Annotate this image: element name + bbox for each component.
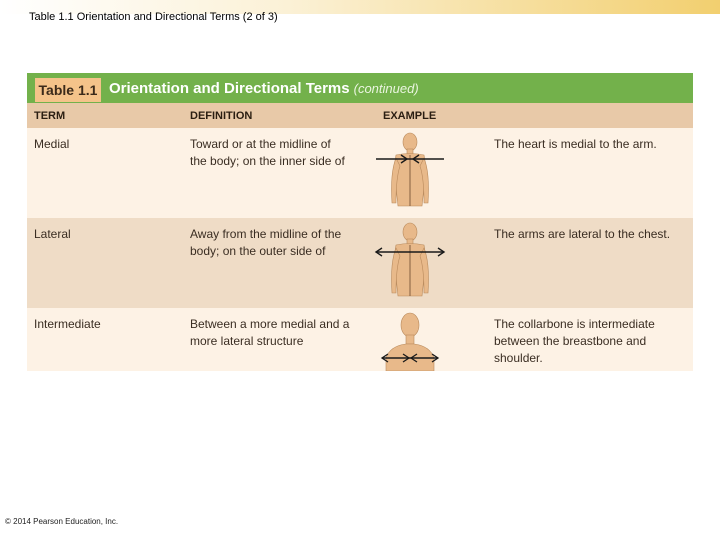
column-header-row: TERM DEFINITION EXAMPLE xyxy=(27,103,693,128)
term-cell: Intermediate xyxy=(34,317,101,331)
table-row-medial: Medial Toward or at the midline of the b… xyxy=(27,128,693,218)
table-number-label: Table 1.1 xyxy=(35,78,101,102)
medial-torso-illustration xyxy=(376,132,444,207)
example-cell: The arms are lateral to the chest. xyxy=(494,227,671,241)
table-title-text: Orientation and Directional Terms xyxy=(109,80,350,97)
definition-cell: Away from the midline of the body; on th… xyxy=(190,227,342,258)
table-row-intermediate: Intermediate Between a more medial and a… xyxy=(27,308,693,371)
orientation-table: Table 1.1 Orientation and Directional Te… xyxy=(27,73,693,371)
definition-cell: Between a more medial and a more lateral… xyxy=(190,317,350,348)
example-cell: The heart is medial to the arm. xyxy=(494,137,657,151)
lateral-torso-illustration xyxy=(374,222,446,297)
term-cell: Lateral xyxy=(34,227,71,241)
table-header-bar: Table 1.1 Orientation and Directional Te… xyxy=(27,73,693,103)
table-continued-note: (continued) xyxy=(353,81,419,96)
example-cell: The collarbone is intermediate between t… xyxy=(494,317,655,365)
intermediate-shoulder-illustration xyxy=(380,312,440,371)
table-title: Orientation and Directional Terms(contin… xyxy=(109,80,419,97)
table-row-lateral: Lateral Away from the midline of the bod… xyxy=(27,218,693,308)
top-decorative-band xyxy=(0,0,720,14)
definition-cell: Toward or at the midline of the body; on… xyxy=(190,137,345,168)
term-cell: Medial xyxy=(34,137,70,151)
copyright-footer: © 2014 Pearson Education, Inc. xyxy=(5,517,119,526)
column-header-definition: DEFINITION xyxy=(190,110,253,122)
slide-title: Table 1.1 Orientation and Directional Te… xyxy=(29,11,278,23)
column-header-term: TERM xyxy=(34,110,66,122)
column-header-example: EXAMPLE xyxy=(383,110,437,122)
